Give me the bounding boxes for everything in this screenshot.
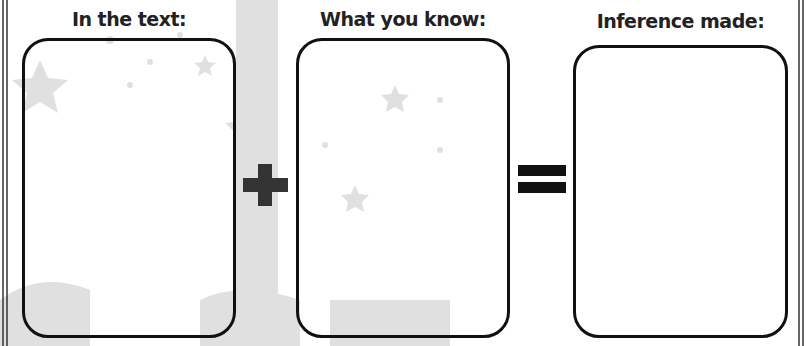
watermark-star [381, 85, 409, 112]
equals-bar [518, 182, 566, 193]
box-outline [296, 38, 510, 338]
watermark-shape [330, 300, 450, 346]
border-line [802, 0, 804, 346]
box-heading: Inference made: [573, 10, 788, 32]
plus-sign [243, 164, 288, 206]
border-line [2, 0, 4, 346]
box-heading: In the text: [22, 8, 236, 30]
box-outline [573, 45, 788, 338]
border-line [798, 0, 800, 346]
watermark-dot [437, 97, 443, 103]
watermark-dot [127, 82, 133, 88]
answer-box: Inference made: [573, 10, 788, 338]
watermark-star [12, 60, 68, 113]
watermark-star [225, 105, 275, 152]
watermark-star [194, 55, 216, 76]
plus-bar [243, 178, 288, 192]
box-heading: What you know: [296, 8, 510, 30]
border-line [6, 0, 8, 346]
watermark-shape [200, 290, 300, 346]
equals-sign [518, 165, 566, 193]
watermark-dot [322, 142, 328, 148]
watermark-dot [147, 59, 153, 65]
equals-bar [518, 165, 566, 176]
watermark-dot [437, 147, 443, 153]
answer-box: What you know: [296, 8, 510, 338]
answer-box: In the text: [22, 8, 236, 338]
watermark [0, 0, 450, 346]
watermark-star [341, 185, 369, 212]
page-border [3, 0, 803, 346]
box-outline [22, 38, 236, 338]
